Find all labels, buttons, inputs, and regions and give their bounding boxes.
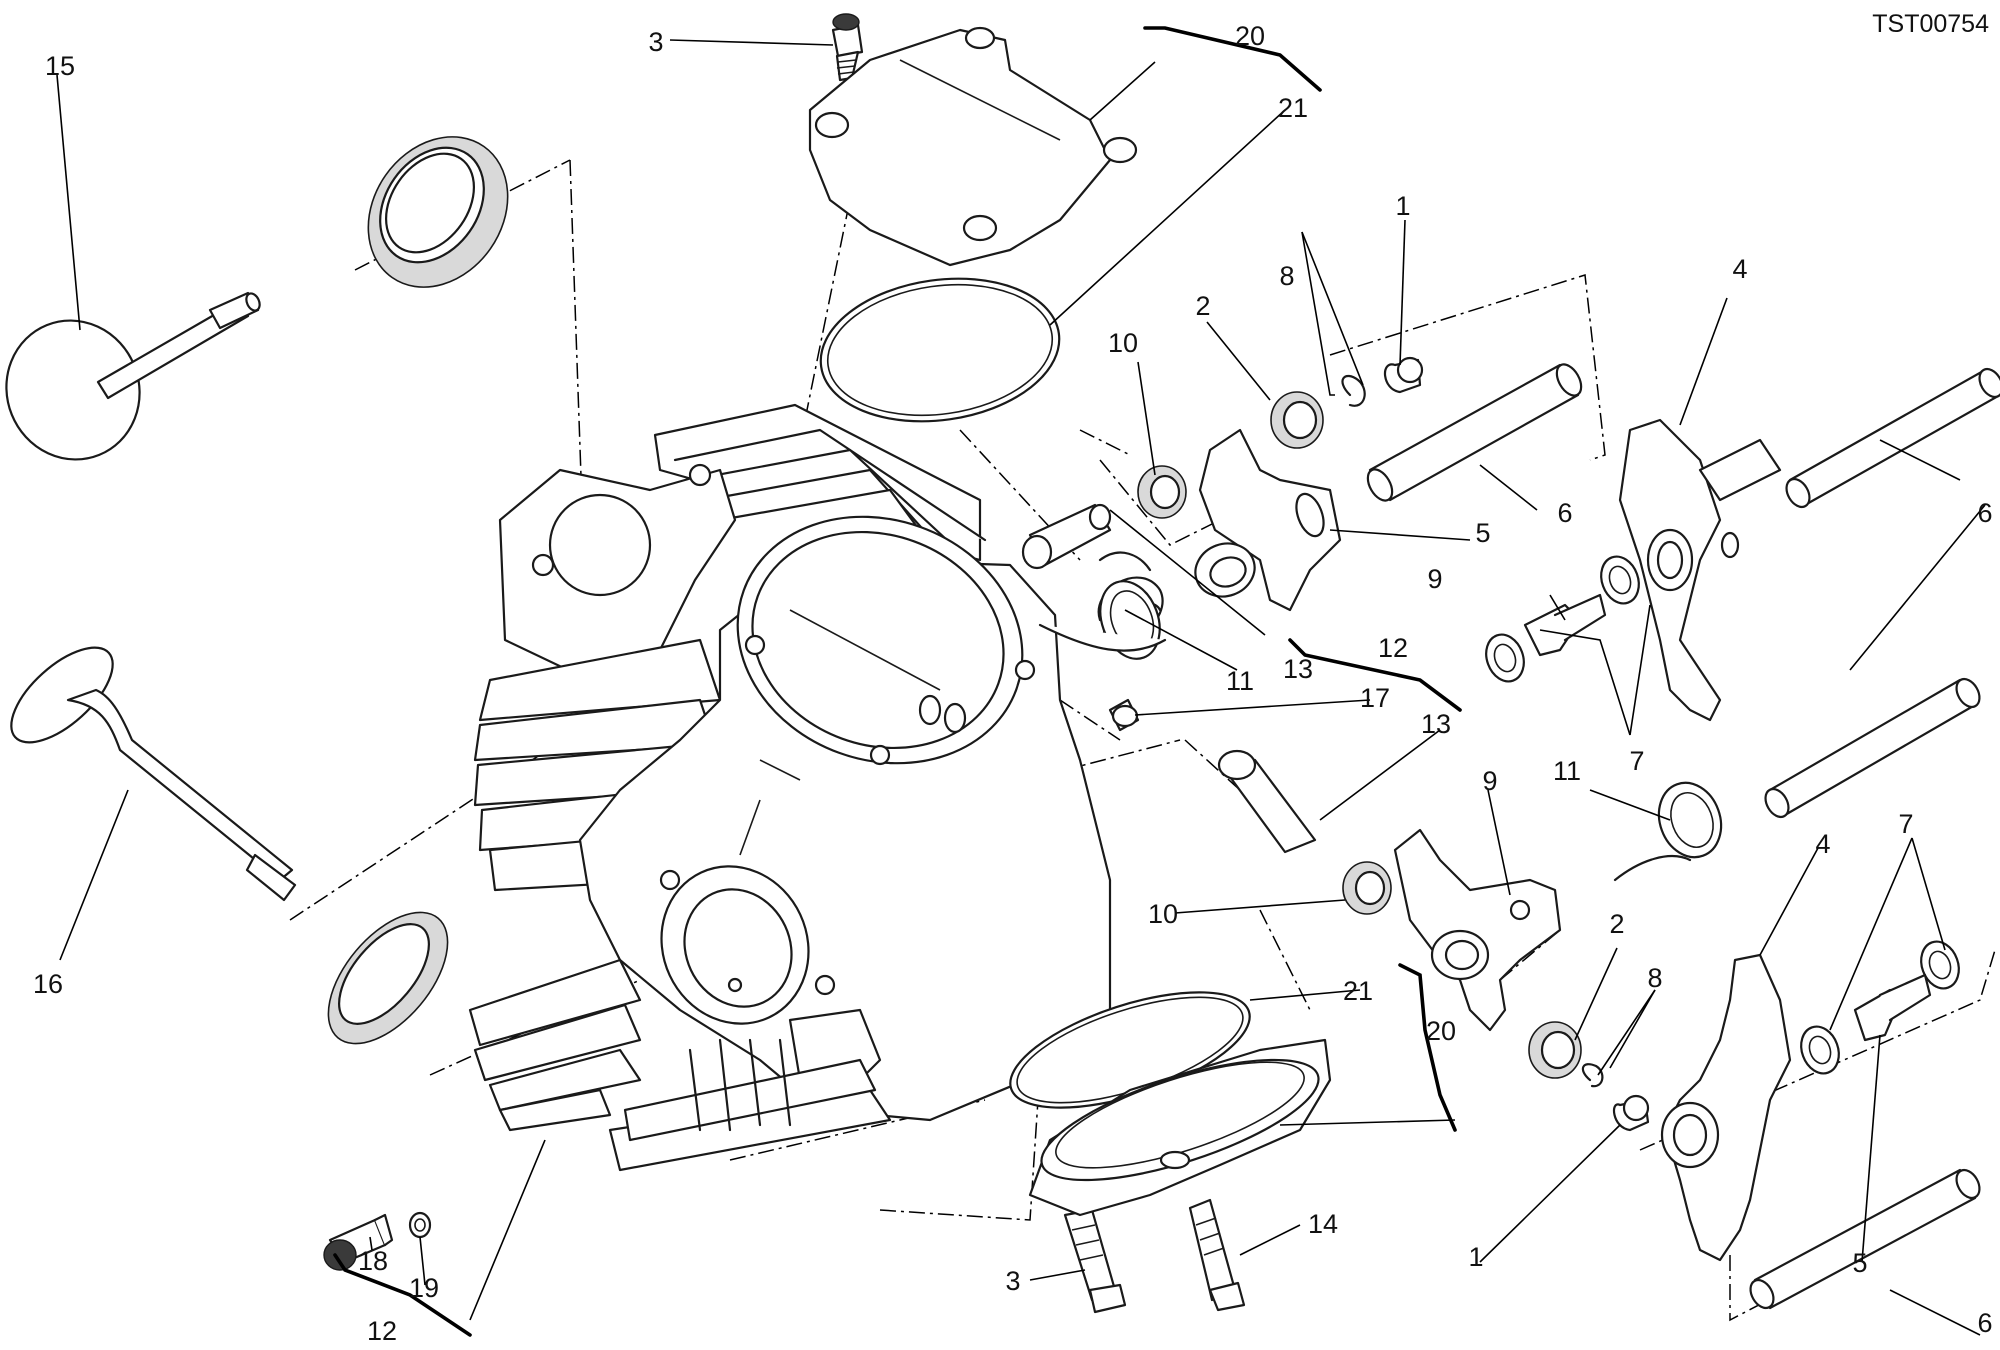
callout-16: 16 <box>33 969 63 999</box>
leader-lines <box>56 39 1986 1336</box>
bushing-lower-1 <box>1612 1094 1650 1132</box>
locknut-lower-left <box>1342 861 1392 915</box>
clip-upper-5 <box>1523 593 1607 657</box>
callout-4-top: 4 <box>1732 254 1747 284</box>
callout-21-mid: 21 <box>1343 976 1373 1006</box>
cylinder-head <box>468 403 1112 1172</box>
callout-12-bottom: 12 <box>367 1316 397 1346</box>
callout-10-top: 10 <box>1108 328 1138 358</box>
callout-19: 19 <box>409 1273 439 1303</box>
callout-4-mid: 4 <box>1815 829 1830 859</box>
rocker-shaft-right-6a <box>1785 367 2000 509</box>
callout-20-mid: 20 <box>1426 1016 1456 1046</box>
rocker-shaft-right-6b <box>1764 677 1981 819</box>
drain-plug <box>323 1213 394 1271</box>
bracket-12-mid <box>1288 638 1462 712</box>
callout-17: 17 <box>1360 683 1390 713</box>
callout-2-mid: 2 <box>1609 909 1624 939</box>
clip-lower-5 <box>1853 973 1932 1042</box>
bracket-12-bottom <box>333 1253 472 1337</box>
locknut-upper-2 <box>1270 391 1324 449</box>
callout-11-mid: 11 <box>1553 756 1581 786</box>
o-ring-top <box>819 277 1061 423</box>
screw-bottom-14 <box>1188 1198 1246 1312</box>
circlip-lower-8 <box>1581 1063 1604 1088</box>
callout-7-right: 7 <box>1898 809 1913 839</box>
callout-9-mid: 9 <box>1482 766 1497 796</box>
intake-valve <box>10 646 297 902</box>
callout-5-bottom: 5 <box>1852 1248 1867 1278</box>
valve-stem-seal-upper <box>367 136 509 288</box>
locknut-upper-left <box>1137 465 1187 519</box>
callout-6-c: 6 <box>1977 1308 1992 1338</box>
callout-6-a: 6 <box>1557 498 1572 528</box>
callout-9-top: 9 <box>1427 564 1442 594</box>
camshaft-cover-bottom <box>1028 1038 1332 1217</box>
callout-6-b: 6 <box>1977 498 1992 528</box>
spring-lower <box>1613 781 1723 882</box>
rocker-shaft-upper-right <box>1698 438 1782 502</box>
sealing-washer <box>408 1211 432 1239</box>
callout-1-bottom: 1 <box>1468 1242 1483 1272</box>
circlip-upper-8 <box>1341 374 1366 407</box>
callout-3-top: 3 <box>648 27 663 57</box>
spring-upper <box>1038 551 1167 660</box>
callout-8-mid: 8 <box>1647 963 1662 993</box>
rocker-shaft-bottom-6c <box>1749 1168 1981 1310</box>
bracket-20-bottom <box>1398 963 1457 1132</box>
callout-15: 15 <box>45 51 75 81</box>
callout-8-top: 8 <box>1279 261 1294 291</box>
spacer-washer-upper <box>1485 555 1640 683</box>
callout-20-top: 20 <box>1235 21 1265 51</box>
exhaust-valve <box>5 291 261 461</box>
bushing-upper-1 <box>1384 356 1424 394</box>
rocker-arm-lower-right <box>1660 953 1792 1262</box>
callout-2-top: 2 <box>1195 291 1210 321</box>
screw-plug-17 <box>1108 698 1140 732</box>
adjuster-screw-upper <box>1021 503 1112 570</box>
rocker-arm-upper-left <box>1194 428 1342 612</box>
valve-stem-seal-lower <box>327 911 449 1045</box>
callout-3-bottom: 3 <box>1005 1266 1020 1296</box>
callout-11-top: 11 <box>1226 666 1254 696</box>
callout-1-top: 1 <box>1395 191 1410 221</box>
callout-13-mid: 13 <box>1421 709 1451 739</box>
locknut-lower-2 <box>1528 1021 1582 1079</box>
callout-14: 14 <box>1308 1209 1338 1239</box>
callout-10-mid: 10 <box>1148 899 1178 929</box>
callout-7-top: 7 <box>1629 746 1644 776</box>
callout-18: 18 <box>358 1246 388 1276</box>
adjuster-screw-lower <box>1217 749 1317 854</box>
rocker-arm-lower-left <box>1393 828 1562 1032</box>
screw-top <box>831 13 864 82</box>
callout-21-top: 21 <box>1278 93 1308 123</box>
camshaft-cover-top <box>808 26 1138 267</box>
callout-5-top: 5 <box>1475 518 1490 548</box>
figure-code: TST00754 <box>1872 10 1989 38</box>
callout-12-mid: 12 <box>1378 633 1408 663</box>
screw-bottom <box>1063 1208 1127 1314</box>
callout-13-top: 13 <box>1283 654 1313 684</box>
rocker-arm-upper-right <box>1618 418 1740 722</box>
callout-labels: TST00754 15 16 3 20 21 1 8 2 10 4 6 5 6 … <box>33 10 1993 1346</box>
rocker-shaft-upper-left <box>1366 363 1583 502</box>
bracket-20-top <box>1143 26 1322 92</box>
spacer-washer-lower <box>1800 940 1960 1075</box>
